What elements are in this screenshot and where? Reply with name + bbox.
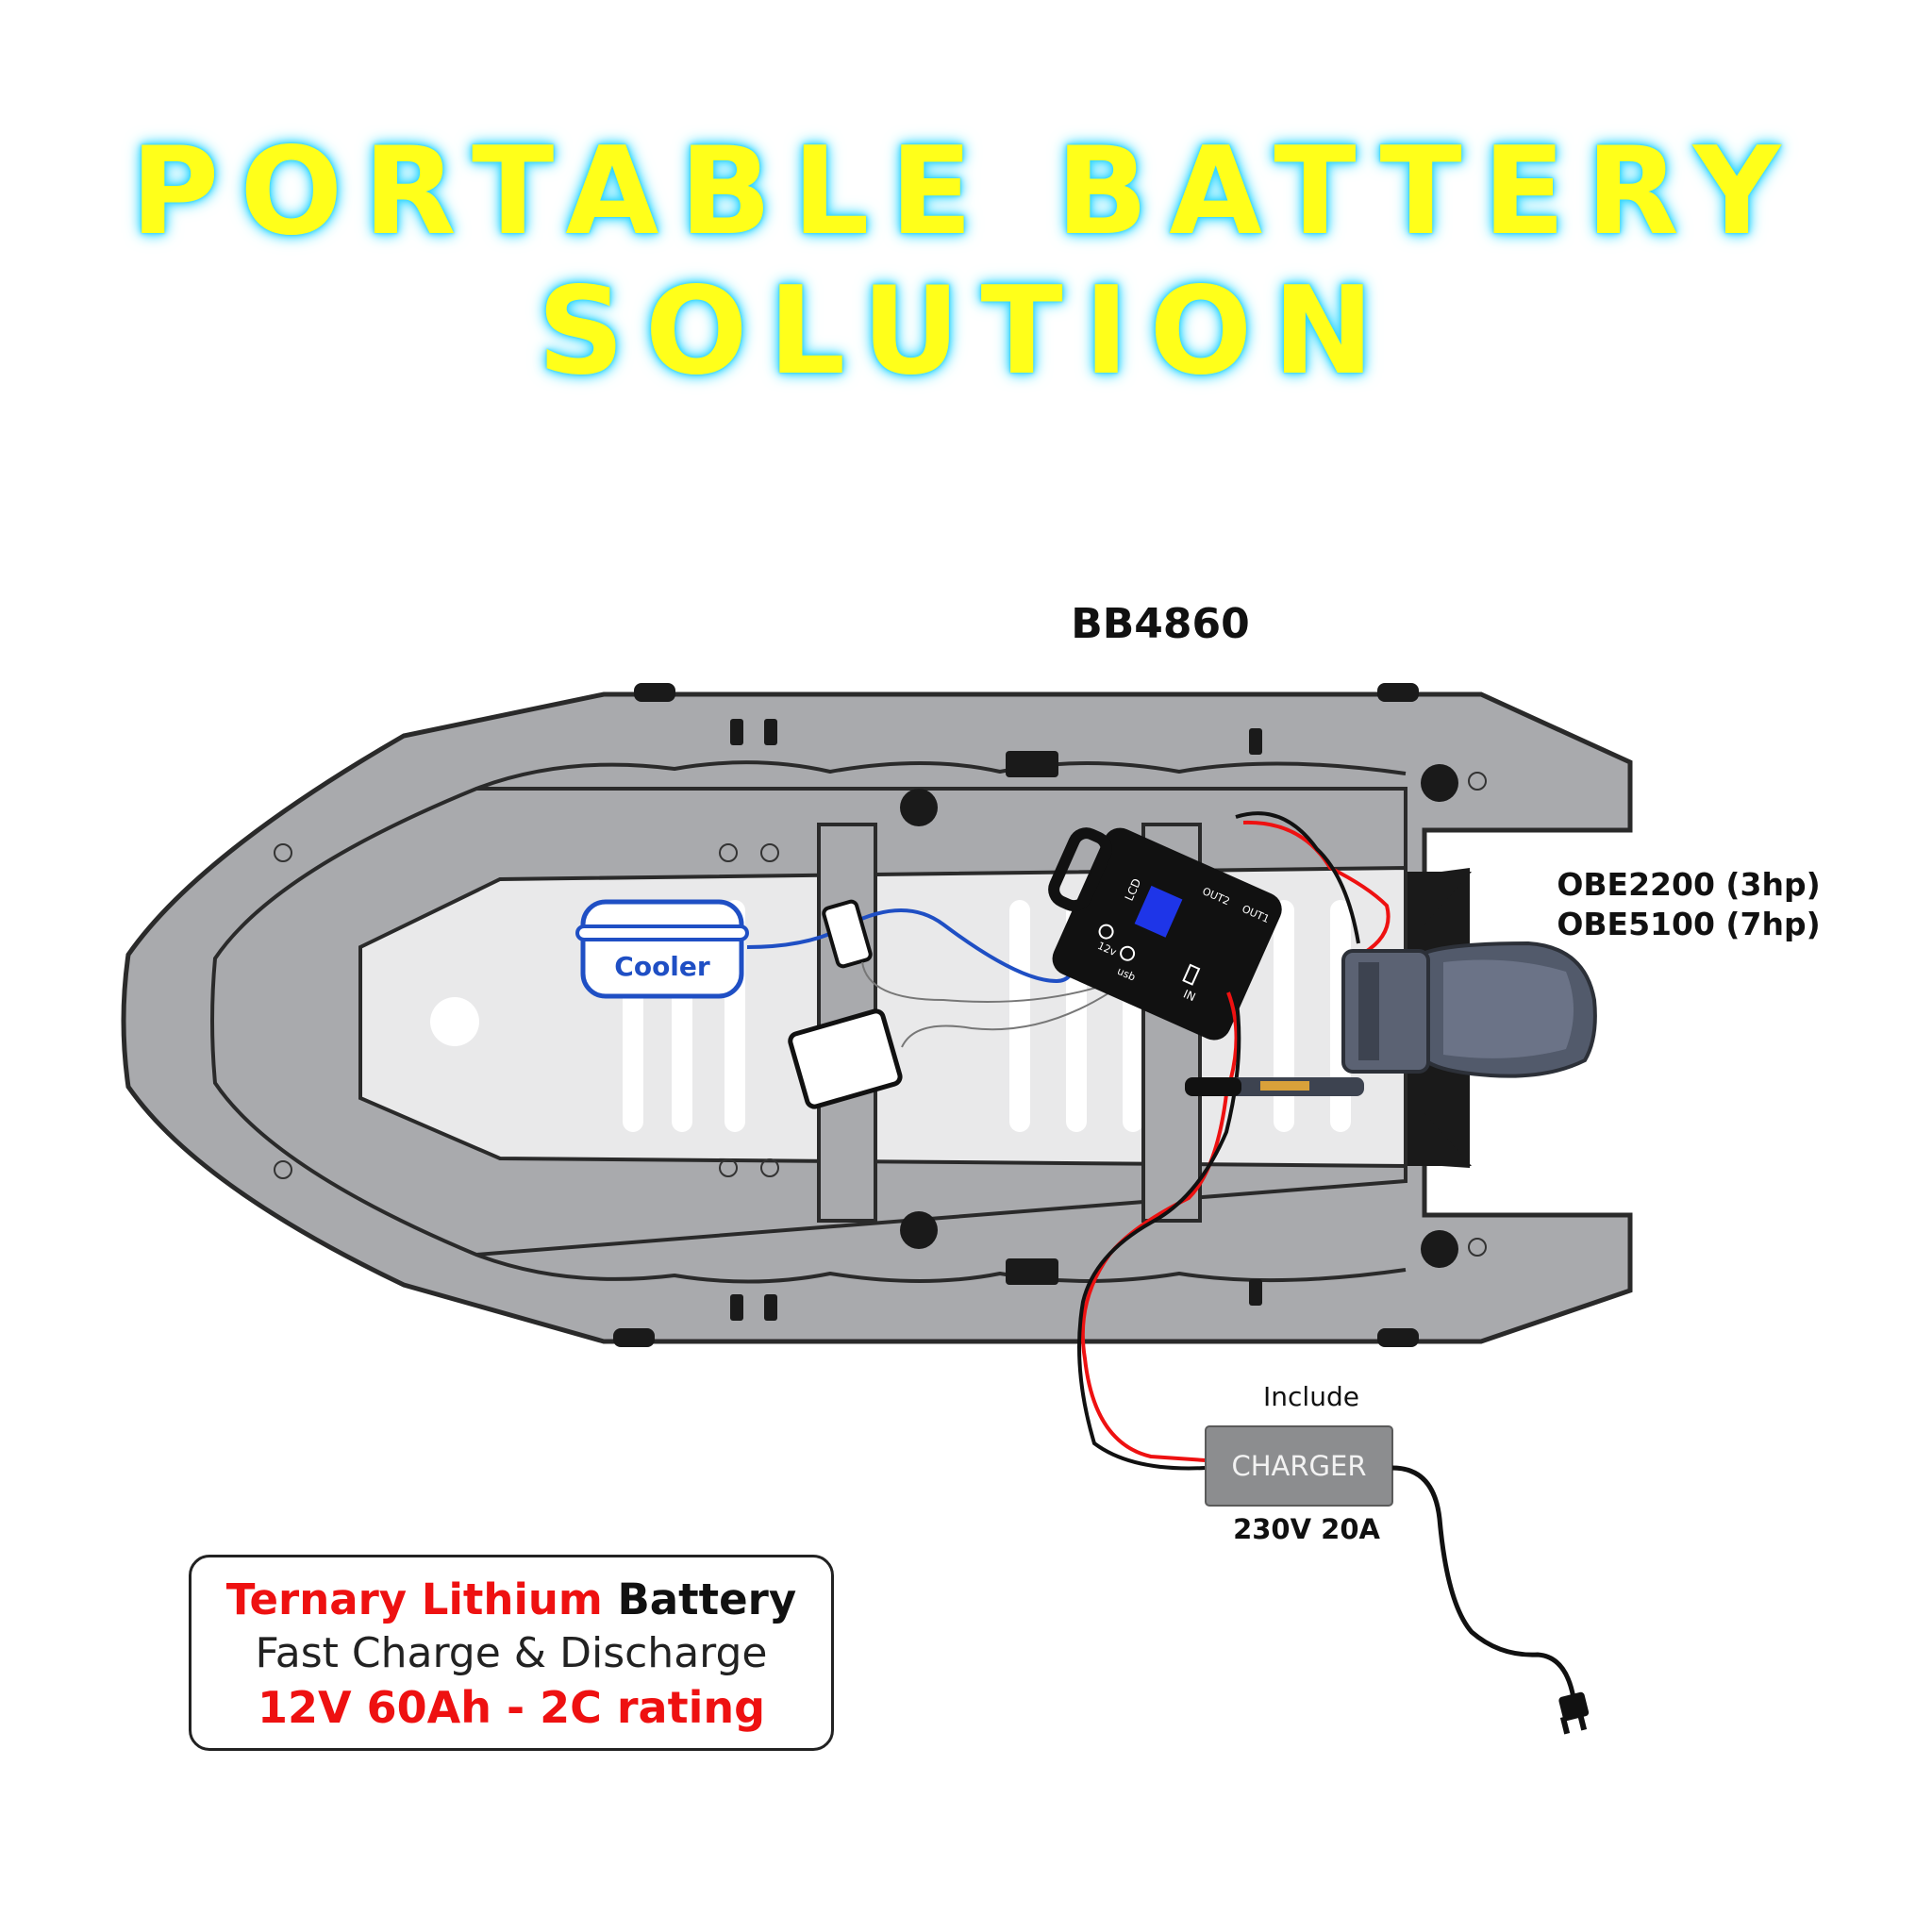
plug-icon [1558, 1691, 1590, 1735]
battery-word: Battery [602, 1574, 797, 1624]
battery-rating-line: 12V 60Ah - 2C rating [257, 1682, 766, 1733]
cooler-label: Cooler [614, 951, 710, 982]
battery-chemistry: Ternary Lithium [225, 1574, 603, 1624]
model-label: BB4860 [1071, 600, 1250, 648]
phone [822, 899, 873, 969]
outboard-motor [1185, 941, 1597, 1096]
cooler-cable [746, 908, 1124, 984]
usb-cable-1 [861, 961, 1141, 1003]
oarlocks [613, 683, 1458, 1347]
cooler: Cooler [575, 899, 749, 999]
valves [274, 772, 1487, 1257]
usb-cable-2 [901, 969, 1142, 1048]
tube-chamber-arcs [475, 760, 1407, 1284]
port-in-label: IN [1181, 987, 1197, 1004]
charger-include-label: Include [1263, 1381, 1359, 1412]
power-cord [1391, 1465, 1576, 1699]
battery-info-box: Ternary Lithium Battery Fast Charge & Di… [189, 1555, 834, 1751]
tablet [788, 1008, 903, 1109]
transom-wedge-bottom [1424, 1113, 1472, 1166]
charger-spec-label: 230V 20A [1233, 1513, 1380, 1545]
charge-discharge-line: Fast Charge & Discharge [255, 1629, 768, 1677]
headline-line-1: PORTABLE BATTERY [130, 122, 1802, 262]
motor-cable-black [1235, 811, 1360, 944]
motor-label-obe2200: OBE2200 (3hp) [1557, 866, 1821, 903]
transom-wedge-top [1424, 872, 1472, 924]
battery-unit: LCD OUT1 OUT2 12v usb IN [1048, 827, 1282, 1041]
charger-cable-black [1077, 995, 1241, 1471]
floor-drain [430, 997, 479, 1046]
battery-type-line: Ternary Lithium Battery [192, 1574, 831, 1624]
headline-line-2: SOLUTION [537, 261, 1395, 402]
motor-cable-red [1242, 820, 1391, 955]
motor-label-obe5100: OBE5100 (7hp) [1557, 906, 1821, 942]
charger-label: CHARGER [1232, 1450, 1367, 1482]
boat-inner-tube [210, 787, 1407, 1257]
